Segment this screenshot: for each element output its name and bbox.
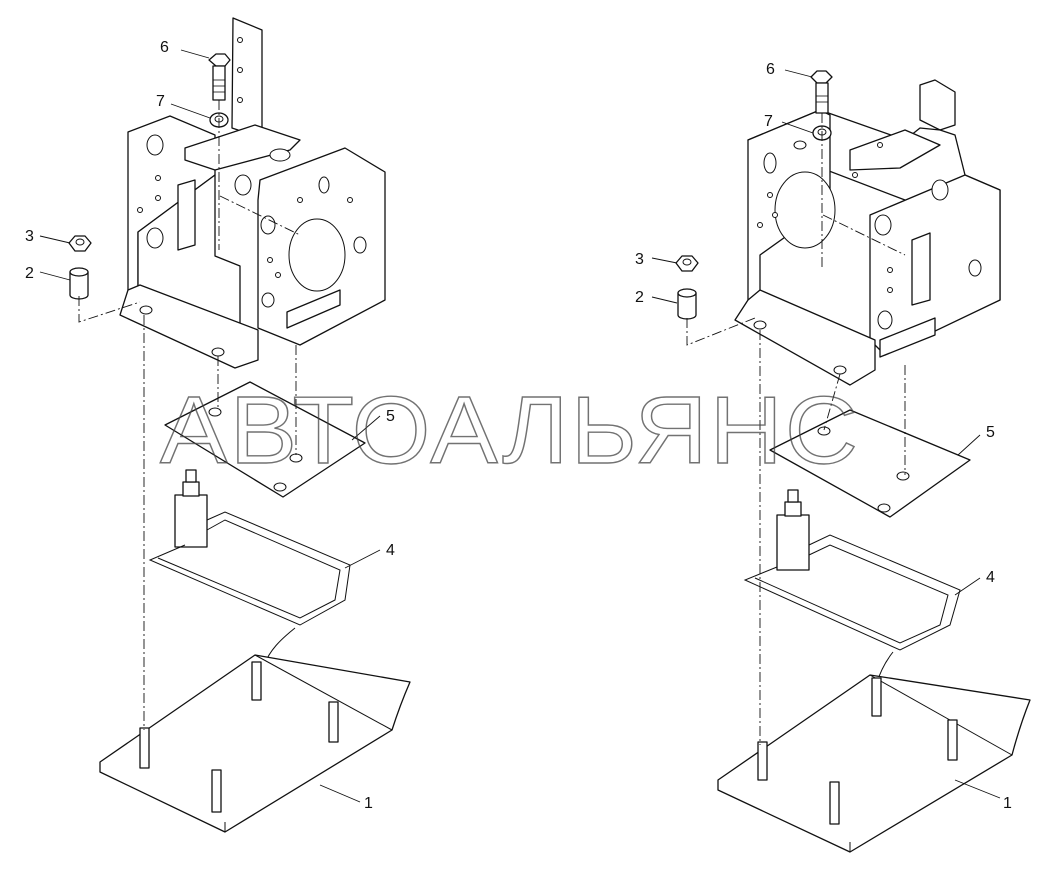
left-base-plate-1 [99, 654, 411, 833]
right-callout-7: 7 [764, 113, 773, 130]
left-spacer-2 [69, 267, 89, 300]
right-callout-2: 2 [635, 289, 644, 306]
left-callout-1: 1 [364, 795, 373, 812]
left-callout-5: 5 [386, 408, 395, 425]
left-bolt-6 [208, 53, 231, 101]
left-gasket-5 [164, 381, 366, 498]
right-gasket-5 [769, 409, 971, 518]
right-callouts: 6 7 3 2 5 4 1 [635, 61, 1012, 812]
right-assembly: 6 7 3 2 5 4 1 [635, 61, 1031, 853]
left-callout-7: 7 [156, 93, 165, 110]
left-bracket-housing [119, 17, 386, 369]
right-base-plate-1 [717, 674, 1031, 853]
right-nut-3 [675, 255, 699, 272]
right-callout-5: 5 [986, 424, 995, 441]
right-callout-3: 3 [635, 251, 644, 268]
left-callout-6: 6 [160, 39, 169, 56]
left-callout-3: 3 [25, 228, 34, 245]
watermark-text: АВТОАЛЬЯНС [160, 377, 860, 484]
right-bracket-housing [734, 79, 1001, 386]
left-alignment-lines [78, 100, 301, 730]
left-callouts: 6 7 3 2 5 4 1 [25, 39, 395, 812]
right-callout-1: 1 [1003, 795, 1012, 812]
right-wire-harness-4 [743, 489, 961, 686]
right-spacer-2 [677, 288, 697, 320]
right-bolt-6 [810, 70, 833, 114]
left-wire-harness-4 [148, 469, 351, 666]
left-assembly: 6 7 3 2 5 4 1 [25, 17, 411, 833]
right-callout-4: 4 [986, 569, 995, 586]
left-callout-2: 2 [25, 265, 34, 282]
left-callout-4: 4 [386, 542, 395, 559]
right-alignment-lines [686, 113, 906, 745]
right-callout-6: 6 [766, 61, 775, 78]
left-nut-3 [68, 235, 92, 252]
